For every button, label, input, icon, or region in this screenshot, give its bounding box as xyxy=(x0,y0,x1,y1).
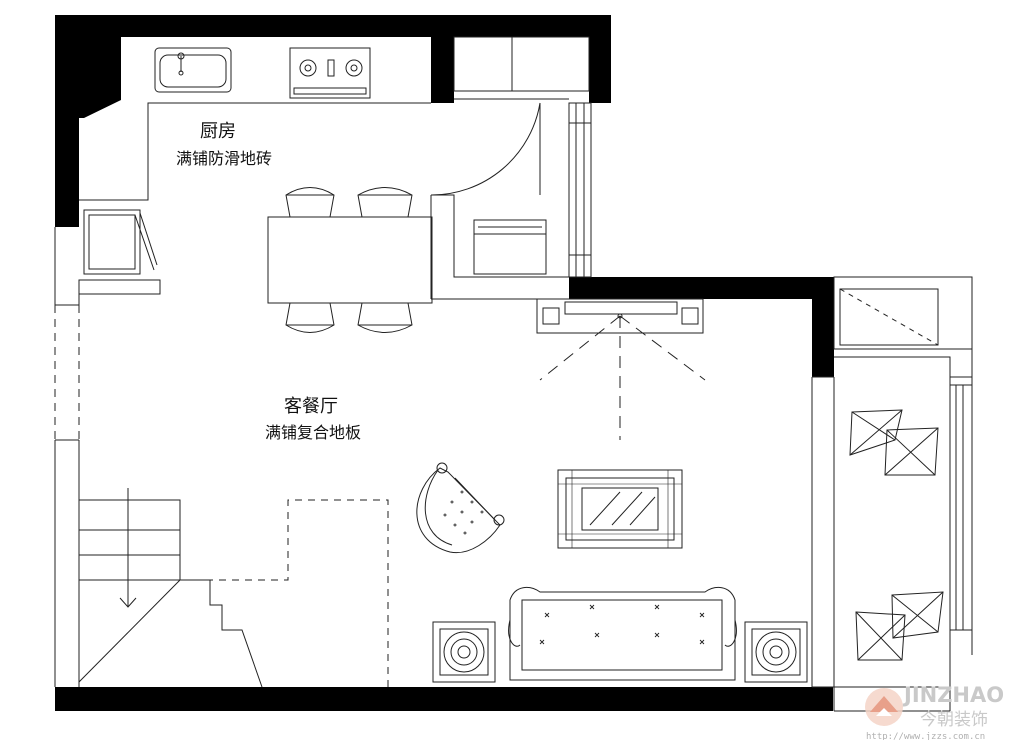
wall-left-upper xyxy=(55,15,79,227)
kitchen-door-swing xyxy=(430,102,541,196)
cushion-icon xyxy=(849,409,939,476)
chair-icon xyxy=(357,187,413,218)
tv-icon xyxy=(536,298,704,334)
living-floor: 满铺复合地板 xyxy=(265,423,361,442)
room-lines xyxy=(54,36,973,712)
kitchen-floor: 满铺防滑地砖 xyxy=(176,149,272,168)
dashed-zone xyxy=(180,499,389,687)
staircase-outline xyxy=(79,499,263,688)
chair-icon xyxy=(357,302,413,333)
chair-icon xyxy=(285,187,335,218)
armchair-icon xyxy=(416,462,505,554)
dining-chairs xyxy=(285,187,413,333)
side-table-icon xyxy=(744,621,808,683)
corner-wedge-cut xyxy=(84,37,121,118)
watermark-brand-en: JINZHAO xyxy=(902,683,1004,707)
jinzhao-logo-icon xyxy=(865,688,903,726)
sink-icon xyxy=(154,47,232,93)
top-right-cabinet xyxy=(453,36,590,92)
dining-table xyxy=(267,216,433,304)
washing-machine-icon xyxy=(83,209,158,275)
wall-top-right-pier xyxy=(589,15,611,103)
cushion-icon xyxy=(855,591,944,661)
kitchen-partition-lower xyxy=(431,194,569,278)
left-wall-outline xyxy=(54,227,161,306)
side-table-icon xyxy=(432,621,496,683)
kitchen-window xyxy=(568,102,592,278)
wall-mid-horizontal xyxy=(569,277,834,299)
living-name: 客餐厅 xyxy=(284,396,338,417)
sofa-icon xyxy=(508,587,737,681)
balcony-box xyxy=(833,276,973,350)
watermark-url: http://www.jzzs.com.cn xyxy=(866,732,985,740)
oven-icon xyxy=(473,219,547,275)
wall-bottom xyxy=(55,687,833,711)
walls xyxy=(55,15,834,711)
kitchen-name: 厨房 xyxy=(200,121,236,142)
wall-kitchen-partition xyxy=(431,37,454,103)
coffee-table-icon xyxy=(557,469,683,549)
wall-top xyxy=(55,15,611,37)
watermark-brand-cn: 今朝装饰 xyxy=(920,710,988,730)
wall-corner-wedge xyxy=(79,37,121,118)
tv-view-lines xyxy=(539,315,706,440)
chair-icon xyxy=(285,302,335,333)
kitchen-counter-edge xyxy=(79,102,431,201)
gas-stove-icon xyxy=(289,47,371,99)
wall-right-pier xyxy=(812,277,834,377)
